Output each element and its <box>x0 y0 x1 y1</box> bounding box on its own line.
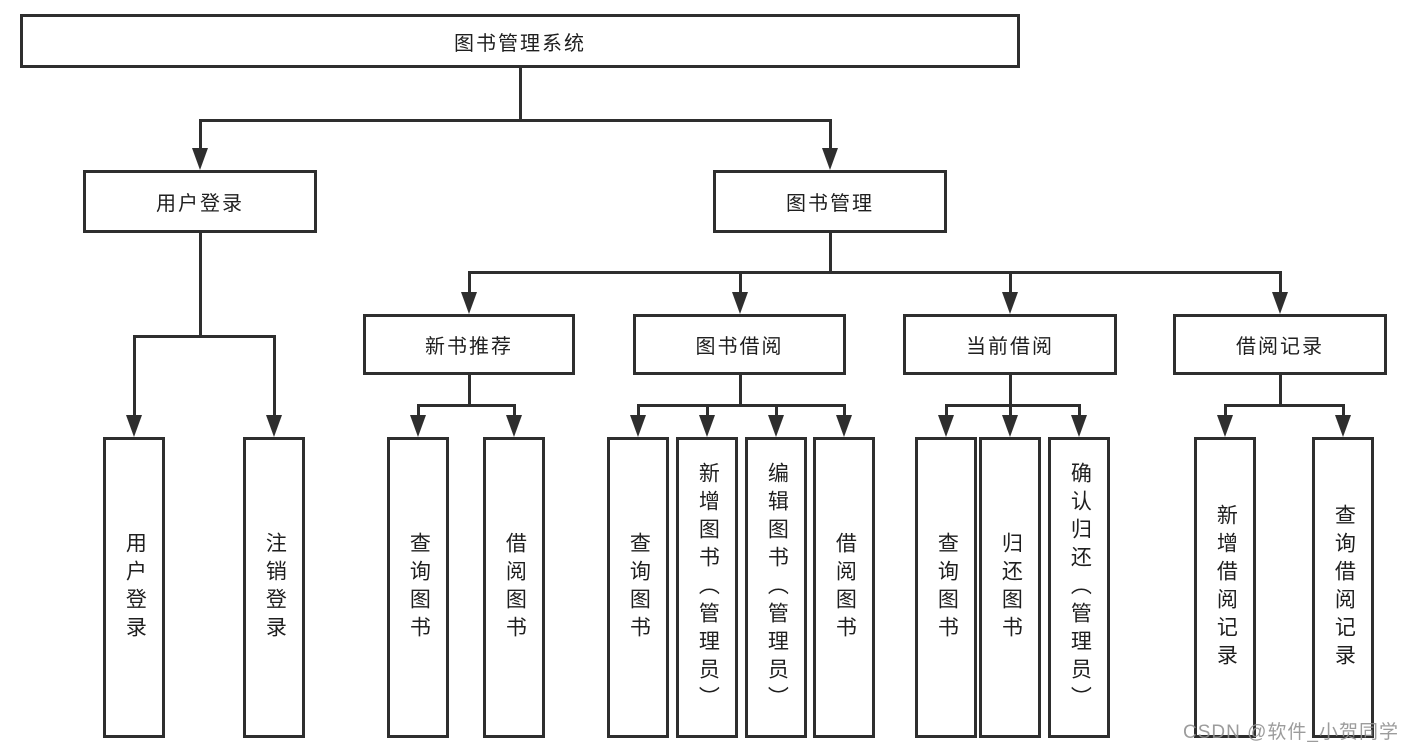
leaf-query-book-current: 查询图书 <box>915 437 977 738</box>
edge-drop-borrow-records <box>1279 271 1282 293</box>
node-new-book-recommend-label: 新书推荐 <box>425 336 513 358</box>
arrowhead-leaf-logout <box>266 415 282 437</box>
edge-drop-leaf-logout <box>273 335 276 416</box>
leaf-query-borrow-record-label: 查询借阅记录 <box>1332 503 1356 672</box>
arrowhead-add-record <box>1217 415 1233 437</box>
arrowhead-query-borrow <box>630 415 646 437</box>
edge-drop-edit-book <box>775 404 778 417</box>
leaf-edit-book-admin-label: 编辑图书（管理员） <box>765 461 789 714</box>
arrowhead-new-book <box>461 292 477 314</box>
edge-drop-return-book <box>1009 404 1012 417</box>
leaf-edit-book-admin: 编辑图书（管理员） <box>745 437 807 738</box>
arrowhead-leaf-user-login <box>126 415 142 437</box>
arrowhead-query-recommend <box>410 415 426 437</box>
node-root-label: 图书管理系统 <box>454 32 586 55</box>
arrowhead-book-management <box>822 148 838 170</box>
csdn-watermark: CSDN @软件_小贺同学 <box>1183 722 1399 743</box>
leaf-borrow-book-recommend: 借阅图书 <box>483 437 545 738</box>
edge-drop-query-recommend <box>417 404 420 417</box>
leaf-add-book-admin: 新增图书（管理员） <box>676 437 738 738</box>
edge-drop-add-record <box>1224 404 1227 417</box>
edge-drop-leaf-user-login <box>133 335 136 416</box>
node-book-management-label: 图书管理 <box>786 193 874 215</box>
node-borrow-records: 借阅记录 <box>1173 314 1387 375</box>
arrowhead-confirm-return <box>1071 415 1087 437</box>
edge-drop-query-record <box>1342 404 1345 417</box>
edge-drop-new-book <box>468 271 471 293</box>
node-root: 图书管理系统 <box>20 14 1020 68</box>
edge-book-borrow-rail <box>637 404 845 407</box>
arrowhead-borrow-book <box>836 415 852 437</box>
leaf-borrow-book: 借阅图书 <box>813 437 875 738</box>
node-borrow-records-label: 借阅记录 <box>1236 336 1324 358</box>
arrowhead-query-record <box>1335 415 1351 437</box>
leaf-query-borrow-record: 查询借阅记录 <box>1312 437 1374 738</box>
arrowhead-return-book <box>1002 415 1018 437</box>
leaf-user-login: 用户登录 <box>103 437 165 738</box>
leaf-logout-login: 注销登录 <box>243 437 305 738</box>
edge-drop-query-borrow <box>637 404 640 417</box>
edge-drop-book-management <box>829 119 832 150</box>
edge-drop-borrow-recommend <box>513 404 516 417</box>
edge-current-borrow-stem <box>1009 375 1012 407</box>
edge-current-borrow-rail <box>945 404 1080 407</box>
edge-drop-book-borrow <box>739 271 742 293</box>
leaf-add-book-admin-label: 新增图书（管理员） <box>696 461 720 714</box>
edge-drop-user-login <box>199 119 202 150</box>
node-book-borrow-label: 图书借阅 <box>695 336 784 358</box>
leaf-return-book-label: 归还图书 <box>999 531 1023 644</box>
edge-new-book-stem <box>468 375 471 407</box>
leaf-confirm-return-admin: 确认归还（管理员） <box>1048 437 1110 738</box>
leaf-query-book-recommend-label: 查询图书 <box>407 531 431 644</box>
edge-borrow-records-rail <box>1224 404 1344 407</box>
leaf-add-borrow-record-label: 新增借阅记录 <box>1214 503 1238 672</box>
node-book-management: 图书管理 <box>713 170 947 233</box>
arrowhead-query-current <box>938 415 954 437</box>
edge-root-stem <box>519 68 522 121</box>
edge-drop-add-book <box>706 404 709 417</box>
arrowhead-edit-book <box>768 415 784 437</box>
edge-drop-borrow-book <box>843 404 846 417</box>
edge-drop-confirm-return <box>1078 404 1081 417</box>
node-current-borrow-label: 当前借阅 <box>966 336 1054 358</box>
edge-borrow-records-stem <box>1279 375 1282 407</box>
leaf-query-book-borrow-label: 查询图书 <box>627 531 651 644</box>
node-book-borrow: 图书借阅 <box>633 314 846 375</box>
edge-user-login-stem <box>199 233 202 337</box>
edge-user-login-rail <box>133 335 275 338</box>
leaf-borrow-book-label: 借阅图书 <box>833 531 857 644</box>
leaf-add-borrow-record: 新增借阅记录 <box>1194 437 1256 738</box>
arrowhead-borrow-records <box>1272 292 1288 314</box>
arrowhead-current-borrow <box>1002 292 1018 314</box>
leaf-query-book-recommend: 查询图书 <box>387 437 449 738</box>
edge-level2-rail <box>199 119 831 122</box>
edge-new-book-rail <box>417 404 515 407</box>
edge-drop-current-borrow <box>1009 271 1012 293</box>
node-user-login-label: 用户登录 <box>156 193 244 215</box>
edge-level3-rail <box>468 271 1281 274</box>
leaf-user-login-label: 用户登录 <box>123 531 147 644</box>
node-new-book-recommend: 新书推荐 <box>363 314 575 375</box>
leaf-query-book-current-label: 查询图书 <box>935 531 959 644</box>
leaf-confirm-return-admin-label: 确认归还（管理员） <box>1068 461 1092 714</box>
leaf-query-book-borrow: 查询图书 <box>607 437 669 738</box>
arrowhead-book-borrow <box>732 292 748 314</box>
leaf-logout-login-label: 注销登录 <box>263 531 287 644</box>
node-current-borrow: 当前借阅 <box>903 314 1117 375</box>
edge-book-borrow-stem <box>739 375 742 407</box>
arrowhead-user-login <box>192 148 208 170</box>
edge-drop-query-current <box>945 404 948 417</box>
leaf-borrow-book-recommend-label: 借阅图书 <box>503 531 527 644</box>
edge-book-management-stem <box>829 233 832 273</box>
node-user-login: 用户登录 <box>83 170 317 233</box>
arrowhead-borrow-recommend <box>506 415 522 437</box>
arrowhead-add-book <box>699 415 715 437</box>
leaf-return-book: 归还图书 <box>979 437 1041 738</box>
